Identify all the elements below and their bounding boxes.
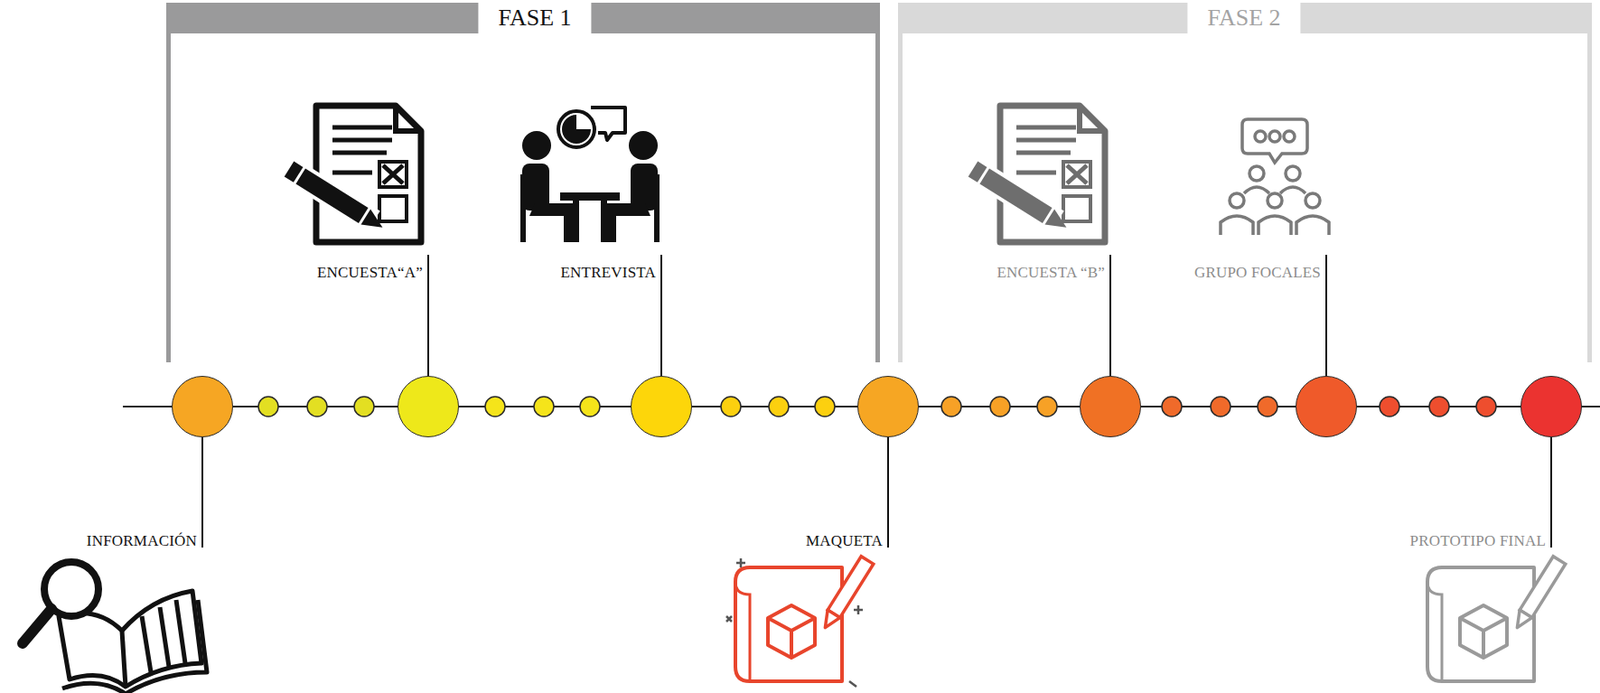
timeline-dot: [768, 396, 789, 417]
timeline-dot: [485, 396, 506, 417]
phase-title: FASE 2: [1187, 2, 1301, 34]
milestone-label: MAQUETA: [805, 531, 883, 552]
information-icon: [22, 561, 207, 693]
survey-icon: [280, 105, 422, 243]
milestone-label: PROTOTIPO FINAL: [1409, 531, 1546, 552]
interview-icon: [520, 107, 660, 243]
timeline-dot: [1210, 396, 1231, 417]
phase-band: ENCUESTA“A” ENTREVISTA FASE 1: [166, 0, 880, 452]
timeline-dot: [1429, 396, 1450, 417]
timeline-dot: [1037, 396, 1058, 417]
timeline-dot: [1379, 396, 1400, 417]
milestone-circle: PROTOTIPO FINAL: [1520, 375, 1582, 438]
milestone-circle: ENCUESTA“A”: [397, 375, 459, 438]
phase-bracket: [166, 2, 880, 363]
milestone-label: ENTREVISTA: [561, 262, 656, 283]
milestone-circle: GRUPO FOCALES: [1295, 375, 1357, 438]
survey-icon: [964, 105, 1105, 243]
milestone-circle: ENTREVISTA: [630, 375, 693, 438]
timeline-dot: [990, 396, 1011, 417]
prototype-icon: [1427, 556, 1566, 682]
timeline-dot: [258, 396, 279, 417]
phase-title: FASE 1: [477, 2, 591, 34]
timeline-dot: [814, 396, 835, 417]
milestone-label: ENCUESTA “B”: [996, 262, 1105, 283]
focus-group-icon: [1220, 119, 1329, 235]
mockup-icon: [726, 556, 874, 687]
milestone-label: GRUPO FOCALES: [1194, 262, 1321, 283]
timeline-dot: [354, 396, 375, 417]
timeline-dot: [1257, 396, 1278, 417]
timeline-dot: [941, 396, 962, 417]
timeline-dot: [307, 396, 328, 417]
phase-band: ENCUESTA “B” GRUPO FOCALES FASE 2: [898, 0, 1592, 452]
milestone-label: ENCUESTA“A”: [317, 262, 423, 283]
milestone-circle: ENCUESTA “B”: [1079, 375, 1142, 438]
milestone-circle: INFORMACIÓN: [171, 375, 234, 438]
timeline-dot: [1161, 396, 1182, 417]
phase-bracket: [898, 2, 1592, 363]
timeline-dot: [1476, 396, 1497, 417]
leader-line: [202, 254, 1552, 548]
timeline-dot: [533, 396, 554, 417]
milestone-circle: MAQUETA: [857, 375, 919, 438]
timeline-dot: [580, 396, 600, 417]
milestone-label: INFORMACIÓN: [86, 531, 197, 552]
timeline-dot: [720, 396, 741, 417]
